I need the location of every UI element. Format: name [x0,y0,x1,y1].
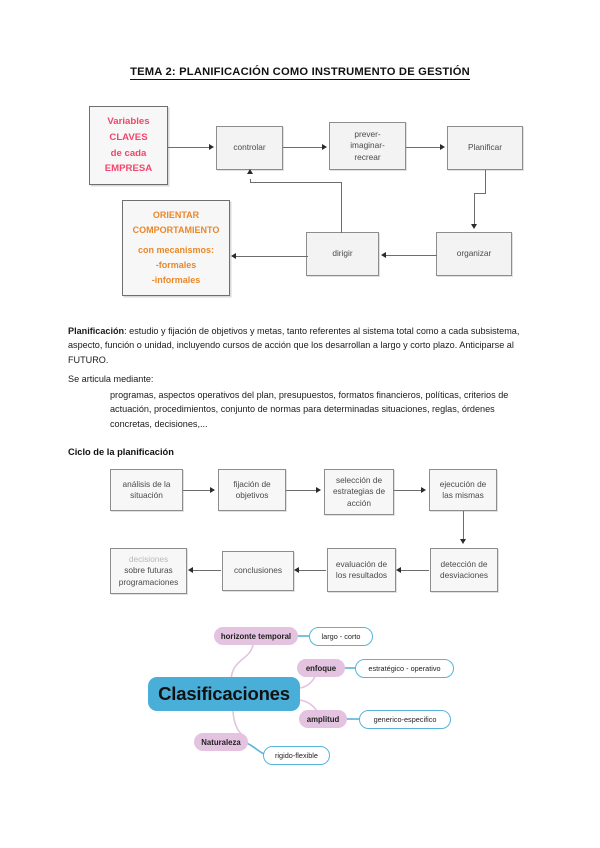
arrowhead-seleccion [316,487,321,493]
key-variables-line-2: CLAVES [109,131,148,143]
cycle-evaluacion-line-2: los resultados [335,570,388,580]
node-controlar-label: controlar [233,142,266,153]
paragraph-se-articula: Se articula mediante: [68,374,154,384]
node-prever-line-1: prever- [354,129,381,140]
connector-planificar-down-a [485,170,487,194]
arrowhead-decisiones [188,567,193,573]
cycle-deteccion-line-2: desviaciones [440,570,488,580]
mindmap-leaf-generico-especifico: generico-especifico [359,710,451,729]
key-variables-line-1: Variables [107,115,150,127]
connector-planificar-down-b [474,193,476,226]
node-prever-imaginar-recrear: prever- imaginar- recrear [329,122,406,170]
cycle-decisiones-line-2: sobre futuras [124,565,173,576]
connector-dirigir-up-a [341,182,343,233]
connector-seleccion-ejecucion [394,490,422,492]
mindmap-center-node: Clasificaciones [148,677,300,711]
node-dirigir-label: dirigir [332,248,353,259]
paragraph-planificacion: Planificación: estudio y fijación de obj… [68,324,534,367]
cycle-conclusiones-line-1: conclusiones [234,565,282,576]
arrowhead-planificar [440,144,445,150]
cycle-seleccion-line-2: estrategias de [332,486,386,497]
orient-line-1: ORIENTAR [152,210,200,221]
connector-fijacion-seleccion [286,490,317,492]
mindmap-leaf-estrategico-operativo: estratégico - operativo [355,659,454,678]
cycle-analisis-line-1: análisis de la [122,478,171,489]
cycle-node-evaluacion: evaluación de los resultados [327,548,396,592]
node-organizar: organizar [436,232,512,276]
connector-planificar-jog [474,193,486,195]
cycle-node-deteccion: detección de desviaciones [430,548,498,592]
connector-evaluacion-conclusiones [298,570,326,572]
cycle-decisiones-line-3: programaciones [118,576,179,587]
cycle-node-fijacion: fijación de objetivos [218,469,286,511]
connector-analisis-fijacion [183,490,211,492]
arrowhead-ejecucion [421,487,426,493]
arrowhead-fijacion [210,487,215,493]
arrowhead-controlar [209,144,214,150]
node-planificar-label: Planificar [467,142,503,153]
connector-prever-planificar [406,147,441,149]
arrowhead-evaluacion [396,567,401,573]
orient-line-2: COMPORTAMIENTO [132,225,220,236]
key-variables-line-4: EMPRESA [104,163,153,175]
node-planificar: Planificar [447,126,523,170]
connector-organizar-dirigir [386,255,437,257]
mindmap-branch-naturaleza: Naturaleza [194,733,248,751]
cycle-ejecucion-line-1: ejecución de [439,478,487,489]
arrowhead-conclusiones [294,567,299,573]
orient-line-4: -formales [155,259,197,270]
connector-variables-controlar [168,147,210,149]
arrowhead-dirigir [381,252,386,258]
node-controlar: controlar [216,126,283,170]
cycle-node-analisis: análisis de la situación [110,469,183,511]
key-variables-line-3: de cada [110,147,147,159]
cycle-seleccion-line-1: selección de [335,475,383,486]
connector-dirigir-jog [250,182,342,184]
orient-line-3: con mecanismos: [137,245,215,256]
arrowhead-organizar [471,224,477,229]
connector-deteccion-evaluacion [400,570,429,572]
connector-controlar-prever [283,147,323,149]
orient-line-5: -informales [151,274,201,285]
mindmap-branch-amplitud: amplitud [299,710,347,728]
arrowhead-prever [322,144,327,150]
key-variables-box: Variables CLAVES de cada EMPRESA [89,106,168,185]
cycle-seleccion-line-3: acción [347,497,371,508]
arrowhead-orientar [231,253,236,259]
node-organizar-label: organizar [456,248,492,259]
mindmap-branch-enfoque: enfoque [297,659,345,677]
mindmap-leaf-largo-corto: largo - corto [309,627,373,646]
page-title: TEMA 2: PLANIFICACIÓN COMO INSTRUMENTO D… [0,66,600,80]
connector-conclusiones-decisiones [192,570,221,572]
cycle-node-conclusiones: conclusiones [222,551,294,591]
node-prever-line-2: imaginar- [350,140,385,151]
node-prever-line-3: recrear [354,151,381,162]
cycle-node-seleccion: selección de estrategias de acción [324,469,394,515]
cycle-analisis-line-2: situación [130,490,163,500]
section-heading-ciclo: Ciclo de la planificación [68,447,174,457]
cycle-fijacion-line-2: objetivos [235,490,269,500]
page-title-text: TEMA 2: PLANIFICACIÓN COMO INSTRUMENTO D… [130,66,470,80]
mindmap-branch-horizonte-temporal: horizonte temporal [214,627,298,645]
orient-behaviour-box: ORIENTAR COMPORTAMIENTO con mecanismos: … [122,200,230,296]
paragraph-programas: programas, aspectos operativos del plan,… [110,390,509,429]
cycle-deteccion-line-1: detección de [440,558,488,569]
arrowhead-controlar-return [247,169,253,174]
cycle-fijacion-line-1: fijación de [233,478,271,489]
cycle-node-decisiones: decisiones sobre futuras programaciones [110,548,187,594]
cycle-evaluacion-line-1: evaluación de [335,558,388,569]
connector-ejecucion-deteccion [463,511,465,540]
cycle-ejecucion-line-2: las mismas [442,490,484,500]
arrowhead-deteccion [460,539,466,544]
cycle-decisiones-line-1: decisiones [128,554,169,565]
cycle-node-ejecucion: ejecución de las mismas [429,469,497,511]
connector-dirigir-up-b [250,179,252,183]
paragraph-lead: Planificación [68,326,125,336]
node-dirigir: dirigir [306,232,379,276]
connector-dirigir-orientar [236,256,308,258]
paragraph-body: : estudio y fijación de objetivos y meta… [68,326,520,365]
mindmap-leaf-rigido-flexible: rigido-flexible [263,746,330,765]
